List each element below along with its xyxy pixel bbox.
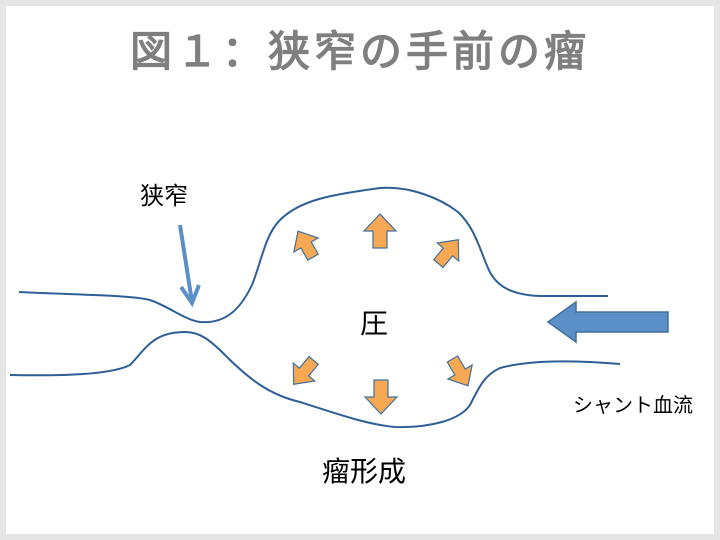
pressure-arrow-up-left-icon — [293, 230, 320, 261]
label-pressure: 圧 — [360, 307, 389, 340]
stenosis-pointer-arrow — [178, 224, 201, 308]
label-aneurysm-formation: 瘤形成 — [322, 455, 407, 488]
label-shunt-flow: シャント血流 — [573, 393, 693, 417]
vessel-upper-wall — [18, 186, 608, 324]
pressure-arrow-down-right-icon — [446, 355, 473, 387]
slide — [6, 6, 714, 534]
slide-title: 図１：狭窄の手前の瘤 — [129, 27, 590, 76]
pressure-arrow-up-icon — [362, 213, 398, 249]
pressure-arrow-down-left-icon — [292, 355, 320, 385]
shunt-flow-arrow-icon — [546, 300, 669, 344]
pressure-arrows — [292, 213, 473, 415]
vessel-lower-wall — [9, 330, 621, 429]
label-stenosis: 狭窄 — [140, 182, 188, 210]
pressure-arrow-up-right-icon — [432, 239, 460, 269]
pressure-arrow-down-icon — [363, 379, 399, 415]
